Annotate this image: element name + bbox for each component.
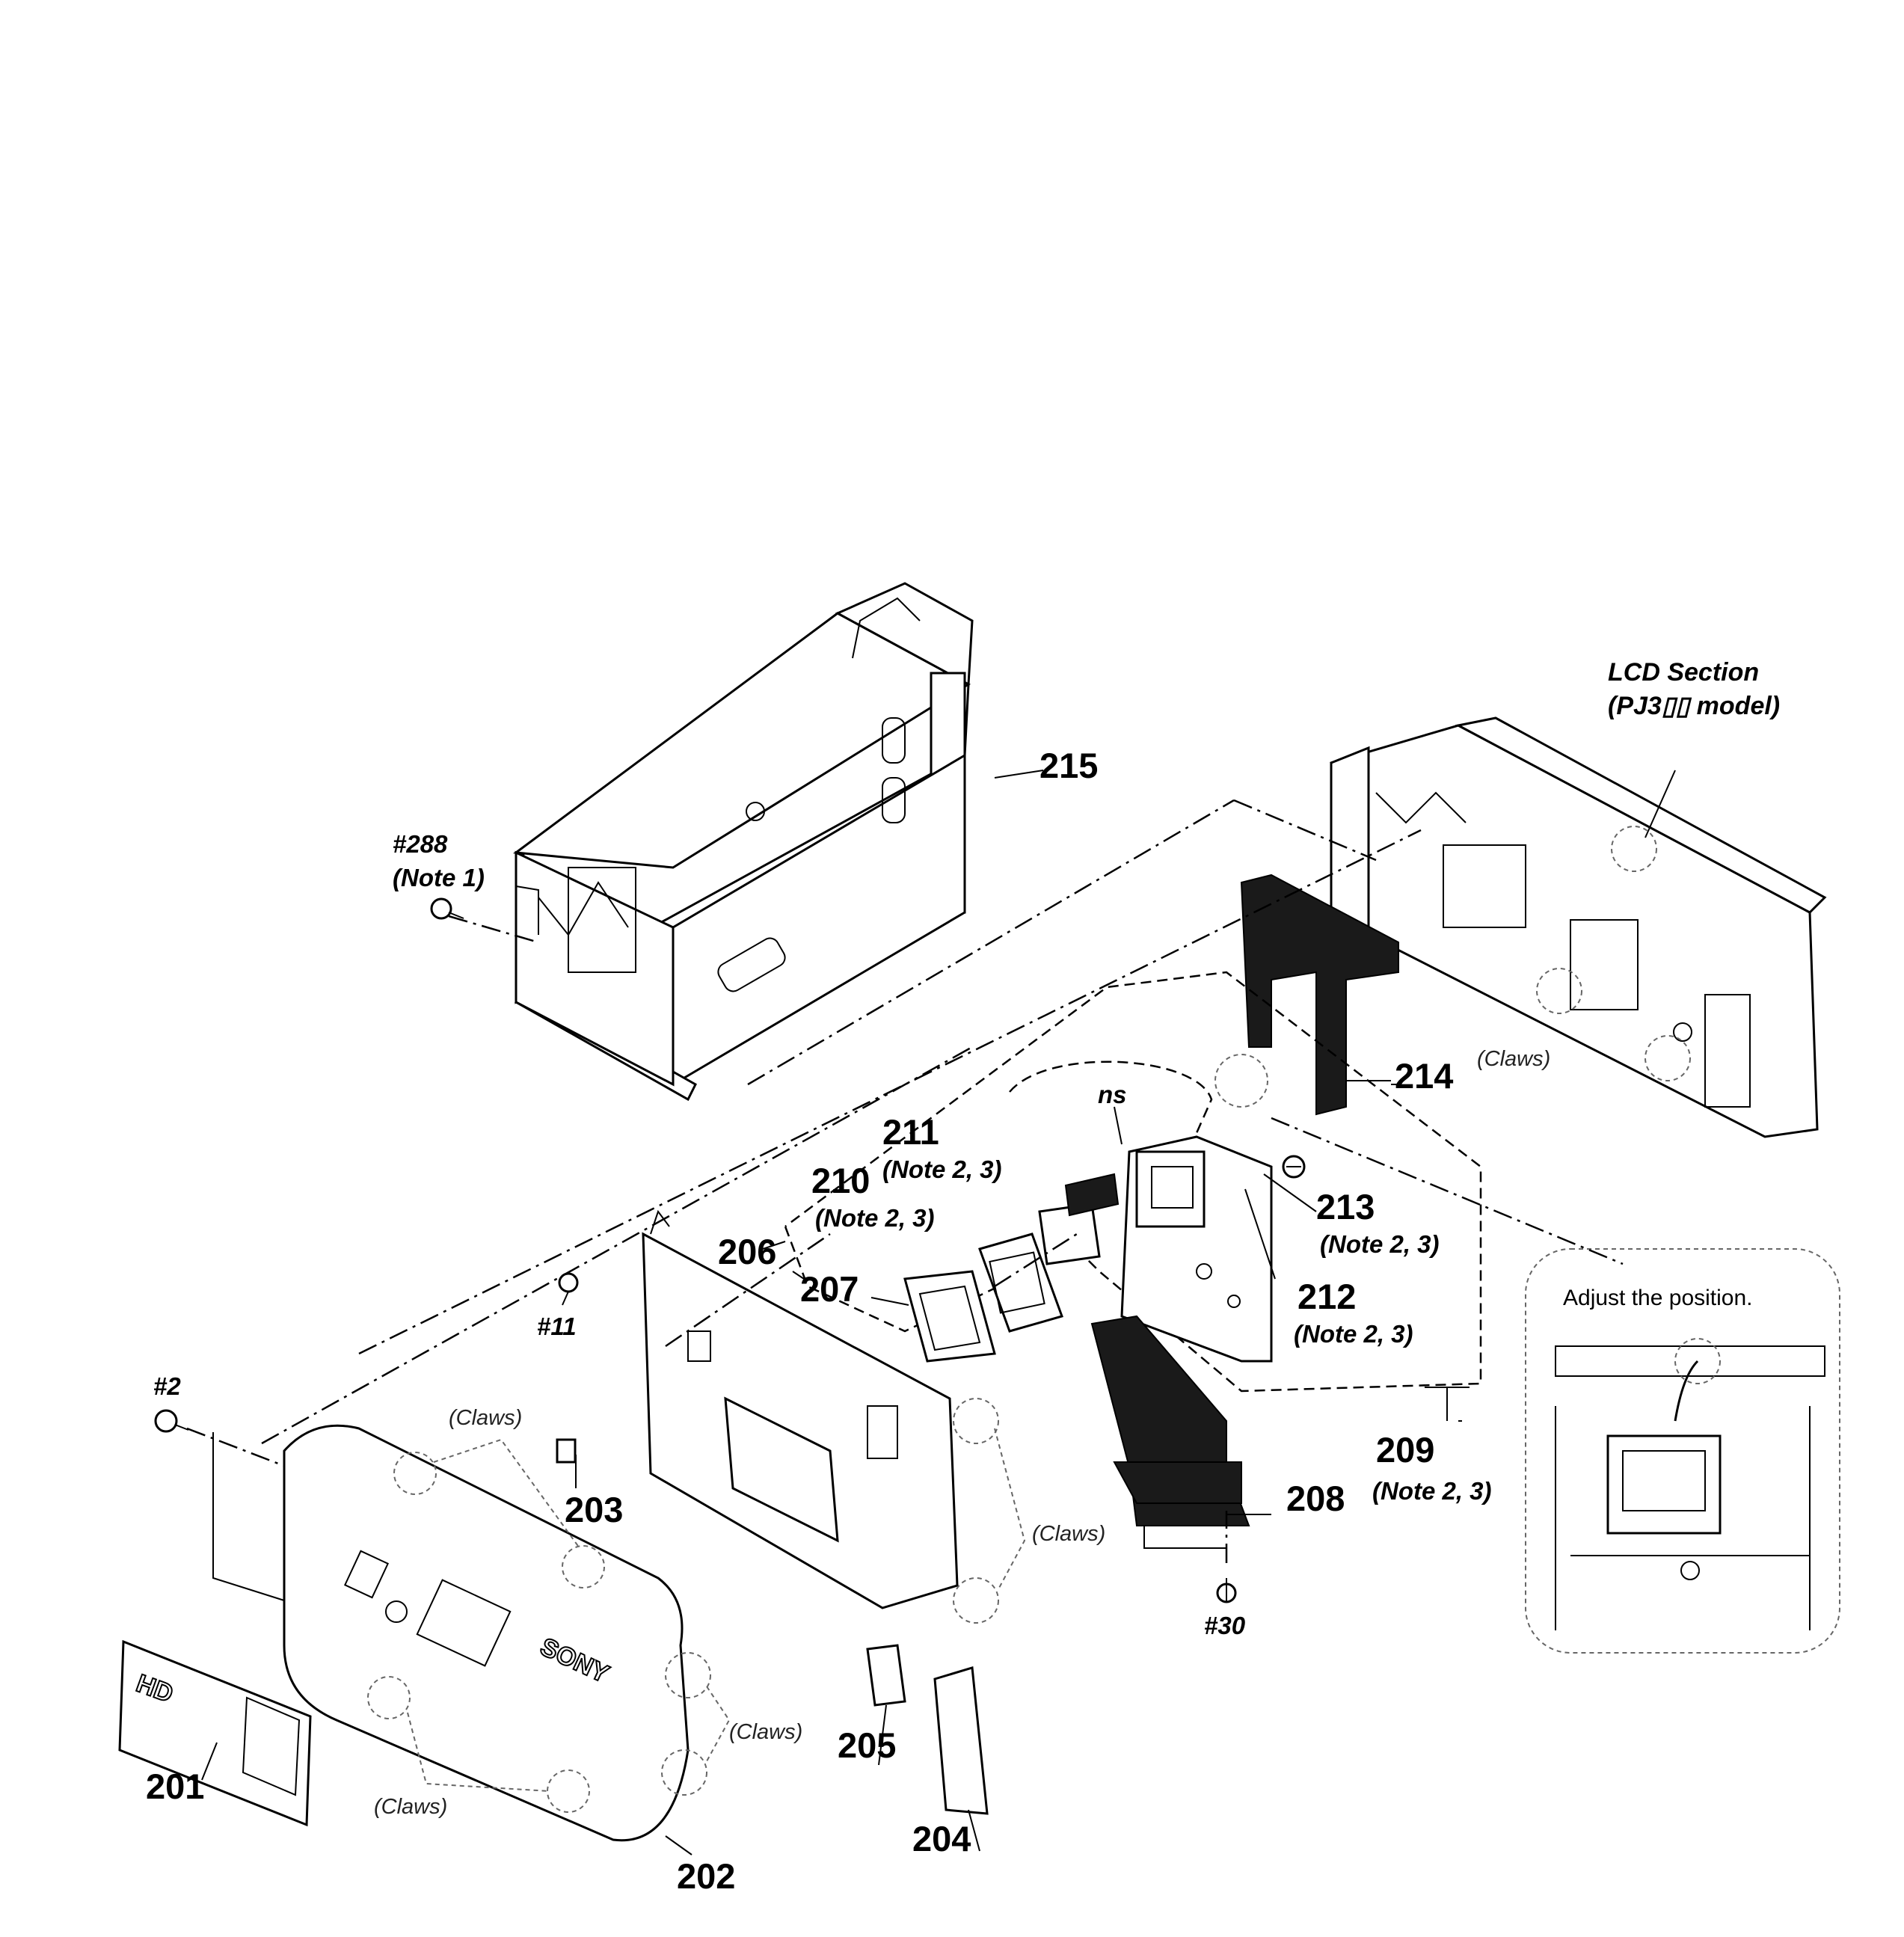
note-210: (Note 2, 3)	[815, 1204, 935, 1232]
label-screw-30: #30	[1204, 1612, 1246, 1639]
lcd-section-model: (PJ3▯▯ model)	[1608, 692, 1780, 720]
label-204: 204	[912, 1819, 971, 1858]
label-screw-11: #11	[537, 1313, 577, 1340]
alignment-lines	[186, 799, 1624, 1563]
note-213: (Note 2, 3)	[1320, 1230, 1440, 1258]
label-207: 207	[800, 1269, 859, 1309]
screw-30	[1216, 1578, 1237, 1603]
label-211: 211	[882, 1112, 939, 1152]
label-215: 215	[1039, 746, 1098, 785]
note-209: (Note 2, 3)	[1372, 1477, 1492, 1505]
part-213-screw	[1282, 1155, 1306, 1179]
part-206-bracket	[642, 1209, 959, 1609]
part-214-flex-cable	[1240, 874, 1399, 1116]
label-206: 206	[718, 1232, 776, 1271]
label-208: 208	[1286, 1479, 1345, 1518]
label-212: 212	[1298, 1277, 1356, 1316]
label-screw-288: #288	[393, 830, 448, 858]
part-215-chassis	[512, 582, 974, 1102]
screw-2	[154, 1409, 189, 1433]
part-210-frame	[978, 1233, 1063, 1333]
label-screw-2: #2	[153, 1372, 181, 1400]
claw-leaders	[407, 1428, 1026, 1792]
claws-label-5: (Claws)	[1477, 1047, 1550, 1071]
adjust-position-inset	[1525, 1248, 1840, 1654]
screw-288	[430, 897, 464, 920]
label-201: 201	[146, 1766, 204, 1806]
lcd-section-title: LCD Section	[1608, 658, 1759, 687]
label-209: 209	[1376, 1430, 1434, 1470]
label-205: 205	[838, 1725, 896, 1765]
label-210: 210	[811, 1161, 870, 1200]
part-209-group	[784, 971, 1482, 1393]
screw-11	[558, 1272, 579, 1306]
label-202: 202	[677, 1856, 735, 1896]
part-201-plate: HD	[118, 1639, 312, 1827]
claws-label-1: (Claws)	[449, 1406, 522, 1430]
leader-lines	[201, 770, 1676, 1855]
claws-label-2: (Claws)	[1032, 1522, 1105, 1546]
label-ns: ns	[1098, 1081, 1127, 1108]
claw-markers	[367, 826, 1691, 1813]
label-203: 203	[565, 1490, 623, 1529]
part-205-sheet	[866, 1644, 906, 1707]
note-212: (Note 2, 3)	[1294, 1320, 1413, 1348]
lcd-section-assembly	[1330, 716, 1827, 1138]
note-211: (Note 2, 3)	[882, 1155, 1002, 1183]
label-214: 214	[1395, 1056, 1453, 1096]
label-213: 213	[1316, 1187, 1375, 1227]
part-202-front-cover: SONY	[283, 1424, 690, 1842]
part-207-window	[903, 1270, 996, 1363]
claws-label-3: (Claws)	[729, 1720, 802, 1744]
claws-label-4: (Claws)	[374, 1795, 447, 1819]
part-ns-hatch	[1064, 1173, 1120, 1217]
part-labels: 215 214 213 212 211 210 209 208 207 206 …	[146, 658, 1780, 1896]
part-208-flex	[1113, 1461, 1242, 1504]
label-note-1: (Note 1)	[393, 864, 485, 891]
part-204-sheet	[933, 1666, 989, 1815]
part-203-tape	[556, 1438, 577, 1464]
inset-caption: Adjust the position.	[1563, 1286, 1753, 1310]
